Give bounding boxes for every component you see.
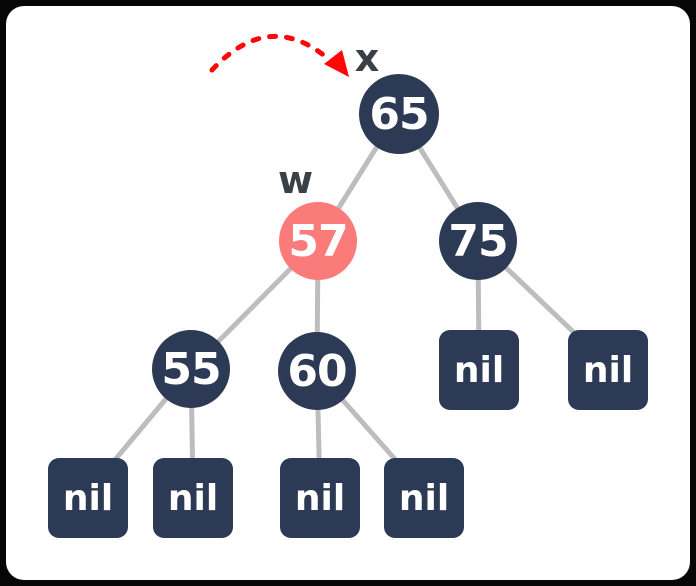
tree-edges: [85, 110, 611, 495]
nil-leaf-box: nil: [153, 458, 233, 538]
nil-leaf-box: nil: [439, 330, 519, 410]
nil-leaf-box: nil: [280, 458, 360, 538]
tree-node-55: 55: [152, 330, 230, 408]
tree-node-65: 65: [359, 74, 439, 154]
tree-node-75: 75: [439, 202, 517, 280]
tree-node-60: 60: [278, 332, 356, 410]
rotation-arrowhead-icon: [324, 50, 349, 77]
nil-leaf-box: nil: [568, 330, 648, 410]
rotation-arrow-icon: [209, 33, 329, 73]
nil-leaf-box: nil: [48, 458, 128, 538]
tree-node-57: 57: [279, 202, 357, 280]
pointer-label-w: w: [278, 158, 314, 202]
pointer-label-x: x: [354, 36, 380, 80]
nil-leaf-box: nil: [384, 458, 464, 538]
